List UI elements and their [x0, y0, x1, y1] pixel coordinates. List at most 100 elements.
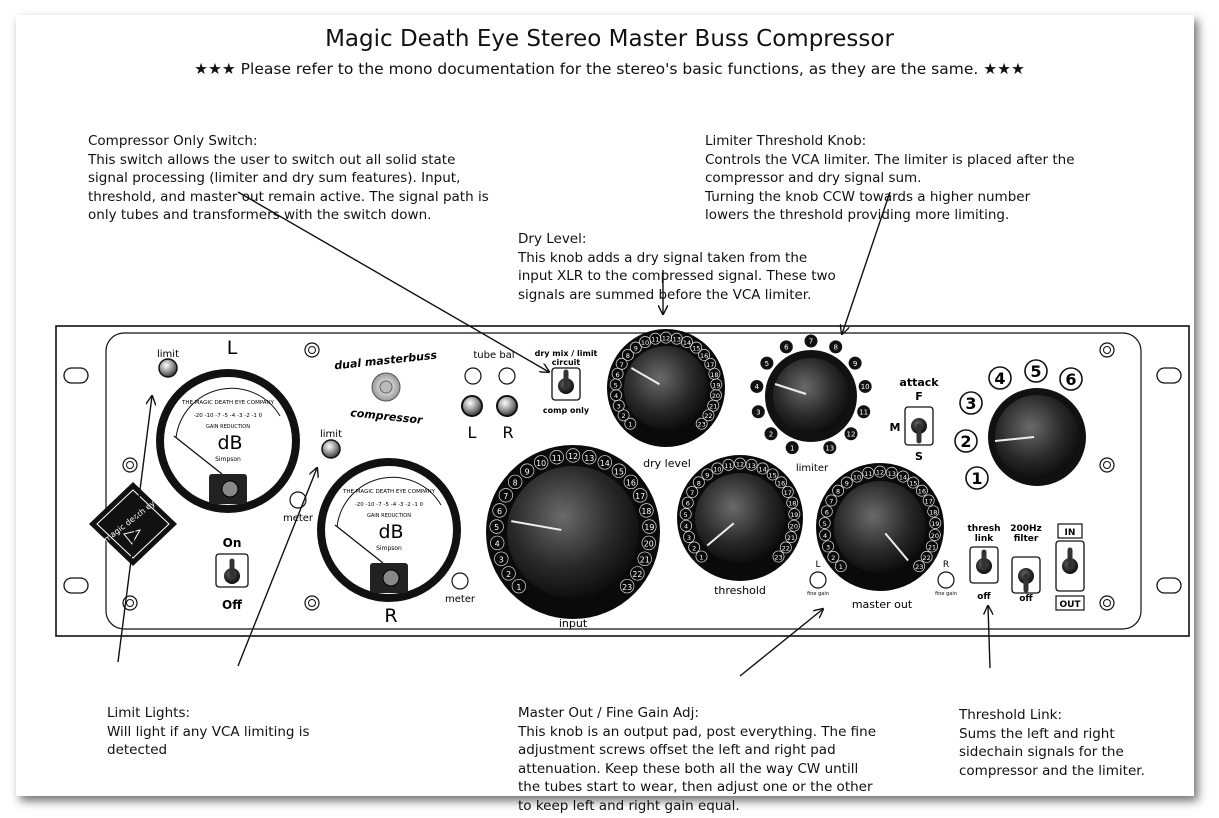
panel-screw-center: [1103, 461, 1111, 469]
meter-left-unit: dB: [217, 432, 242, 454]
annotation-line: Sums the left and right: [959, 725, 1115, 742]
limiter-pointer: [774, 383, 807, 395]
annotation-heading: Master Out / Fine Gain Adj:: [518, 705, 699, 721]
knob-scale-number: 15: [769, 471, 777, 479]
knob-scale-number: 21: [640, 555, 650, 564]
panel-screw: [304, 342, 320, 358]
knob-scale-number: 5: [684, 511, 688, 519]
knob-scale-number: 2: [621, 412, 625, 420]
annotation-line: threshold, and master out remain active.…: [88, 188, 489, 205]
callout-arrows: [117, 191, 990, 677]
knob-scale-number: 8: [697, 479, 701, 487]
knob-scale-number: 12: [568, 452, 578, 461]
meter-right: THE MAGIC DEATH EYE COMPANY -20 -10 -7 -…: [317, 458, 461, 602]
filter-200hz-switch[interactable]: [1011, 556, 1041, 594]
power-switch[interactable]: [215, 553, 249, 588]
knob-scale-number: 14: [600, 459, 610, 468]
knob-cap: [624, 346, 708, 430]
limiter-scale-dot: [844, 427, 858, 441]
knob-scale-number: 5: [823, 520, 827, 528]
attack-switch[interactable]: [904, 406, 934, 446]
knob-scale-number: 13: [584, 454, 594, 463]
fine-gain-left-screw[interactable]: [809, 571, 827, 589]
limiter-scale-dot: [760, 356, 774, 370]
panel-screw-center: [1103, 346, 1111, 354]
knob-scale-number: 22: [704, 412, 712, 420]
threshold-link-switch[interactable]: [969, 546, 999, 584]
knob-scale-number: 17: [706, 361, 714, 369]
knob-scale-number: 10: [853, 474, 861, 482]
meter-left: THE MAGIC DEATH EYE COMPANY -20 -10 -7 -…: [156, 369, 300, 513]
annotation-line: compressor and dry signal sum.: [705, 170, 922, 186]
knob-scale-dot: [690, 341, 703, 354]
knob-scale-dot: [679, 508, 692, 521]
knob-scale-dot: [920, 551, 933, 563]
knob-scale-number: 16: [777, 479, 785, 487]
annotation-line: This knob adds a dry signal taken from t…: [518, 249, 808, 266]
knob-scale-number: 2: [831, 554, 835, 562]
bypass-switch[interactable]: [1055, 540, 1085, 592]
rack-panel-inner: [105, 332, 1142, 630]
knob-scale-number: 20: [931, 532, 939, 540]
knob-cap: [507, 466, 639, 598]
compressor-only-switch[interactable]: [551, 367, 581, 401]
knob-scale-dot: [519, 463, 535, 478]
knob-scale-number: 2: [692, 544, 696, 552]
knob-scale-dot: [874, 465, 886, 478]
knob-scale-dot: [565, 448, 581, 463]
knob-scale-dot: [834, 560, 847, 573]
tube-bal-r: R: [502, 423, 513, 442]
knob-scale-number: 6: [616, 371, 620, 379]
knob-scale-dot: [704, 357, 717, 370]
knob-scale-number: 1: [699, 553, 703, 561]
knob-scale-number: 4: [684, 523, 688, 531]
ratio-number: 6: [1065, 370, 1076, 389]
ratio-number-ring: [988, 366, 1012, 390]
knob-scale-dot: [734, 457, 746, 470]
meter-left-scale: -20 -10 -7 -5 -4 -3 -2 -1 0: [194, 413, 263, 419]
limiter-scale-number: 11: [859, 408, 868, 416]
limiter-scale-number: 2: [769, 430, 773, 438]
knob-scale-dot: [629, 341, 642, 354]
knob-scale-dot: [698, 349, 711, 361]
fine-gain-r-caption: fine gain: [935, 591, 957, 597]
knob-scale-number: 10: [713, 465, 721, 473]
knob-scale-number: 22: [782, 544, 790, 552]
fine-gain-l-label: L: [815, 560, 820, 570]
filter-off: off: [1019, 594, 1033, 604]
tube-bal-top-right[interactable]: [498, 367, 516, 385]
magic-death-eye-badge: magic death eye: [89, 482, 177, 566]
meter-button-right[interactable]: [451, 572, 469, 590]
knob-scale-number: 13: [747, 462, 755, 470]
knob-scale-number: 15: [692, 345, 700, 353]
knob-scale-number: 9: [705, 471, 709, 479]
tube-bal-top-left[interactable]: [464, 367, 482, 385]
limiter-scale-dot: [764, 427, 778, 441]
knob-scale-number: 13: [888, 470, 896, 478]
knob-scale-dot: [489, 519, 504, 534]
ratio-number-ring: [959, 391, 983, 415]
comp-only-label: comp only: [543, 406, 590, 415]
knob-scale-dot: [511, 578, 527, 594]
knob-scale-number: 6: [825, 508, 829, 516]
meter-label-right: meter: [445, 594, 476, 605]
limit-light-right: [321, 439, 341, 459]
knob-scale-number: 7: [620, 361, 624, 369]
knob-scale-number: 18: [641, 507, 651, 516]
knob-scale-dot: [927, 505, 940, 518]
knob-scale-dot: [722, 458, 735, 471]
ratio-knob[interactable]: [988, 388, 1086, 486]
knob-scale-number: 16: [700, 352, 708, 360]
ratio-number: 2: [960, 432, 971, 451]
knob-scale-number: 5: [494, 523, 499, 532]
fine-gain-right-screw[interactable]: [937, 571, 955, 589]
knob-scale-dot: [818, 517, 831, 529]
ratio-number-ring: [1059, 367, 1083, 391]
knob-scale-dot: [610, 389, 622, 402]
